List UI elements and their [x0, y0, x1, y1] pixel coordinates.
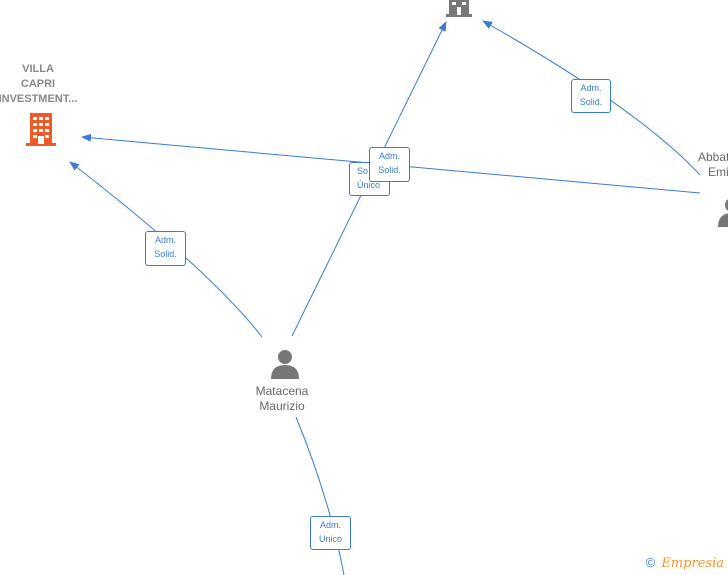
edge-label-line: Adm.	[378, 151, 400, 161]
footer-brand[interactable]: © Empresia	[646, 555, 724, 571]
company-label-line: VILLA	[22, 63, 54, 75]
edge-matacena-down	[295, 416, 345, 575]
edge-label-line: Único	[357, 180, 381, 190]
person-label-line: Emi	[708, 165, 728, 179]
building-icon[interactable]	[446, 0, 472, 17]
person-label-abbate[interactable]: Abbat Emi	[698, 150, 728, 180]
edge-abbate-top	[482, 20, 701, 176]
edge-label-matacena-villa[interactable]: Adm. Solid.	[145, 231, 186, 266]
edge-label-abbate-villa[interactable]: Adm. Solid.	[369, 147, 410, 182]
person-label-matacena[interactable]: Matacena Maurizio	[237, 384, 327, 414]
edge-matacena-villa	[69, 161, 263, 338]
company-label-line: INVESTMENT...	[0, 93, 78, 105]
person-label-line: Matacena	[255, 384, 309, 398]
edge-label-abbate-top[interactable]: Adm. Solid.	[571, 79, 611, 113]
edge-label-line: Solid.	[154, 249, 177, 259]
edge-label-line: Unico	[318, 534, 342, 544]
company-label-line: CAPRI	[20, 78, 56, 90]
brand-logo: Empresia	[661, 556, 724, 571]
copyright-icon: ©	[645, 555, 656, 570]
edge-label-line: So	[357, 166, 369, 176]
edge-label-matacena-down[interactable]: Adm. Unico	[310, 516, 351, 550]
person-icon[interactable]	[271, 350, 299, 379]
person-label-line: Abbat	[698, 150, 728, 164]
edge-label-line: Adm.	[580, 83, 602, 93]
person-label-line: Maurizio	[259, 399, 305, 413]
building-icon[interactable]	[26, 113, 56, 146]
person-icon[interactable]	[718, 198, 728, 227]
edge-label-line: Solid.	[378, 165, 401, 175]
edge-label-line: Adm.	[154, 235, 176, 245]
edge-label-line: Adm.	[319, 520, 341, 530]
company-label-villa-capri[interactable]: VILLA CAPRI INVESTMENT...	[0, 62, 88, 107]
edge-label-line: Solid.	[579, 97, 603, 107]
